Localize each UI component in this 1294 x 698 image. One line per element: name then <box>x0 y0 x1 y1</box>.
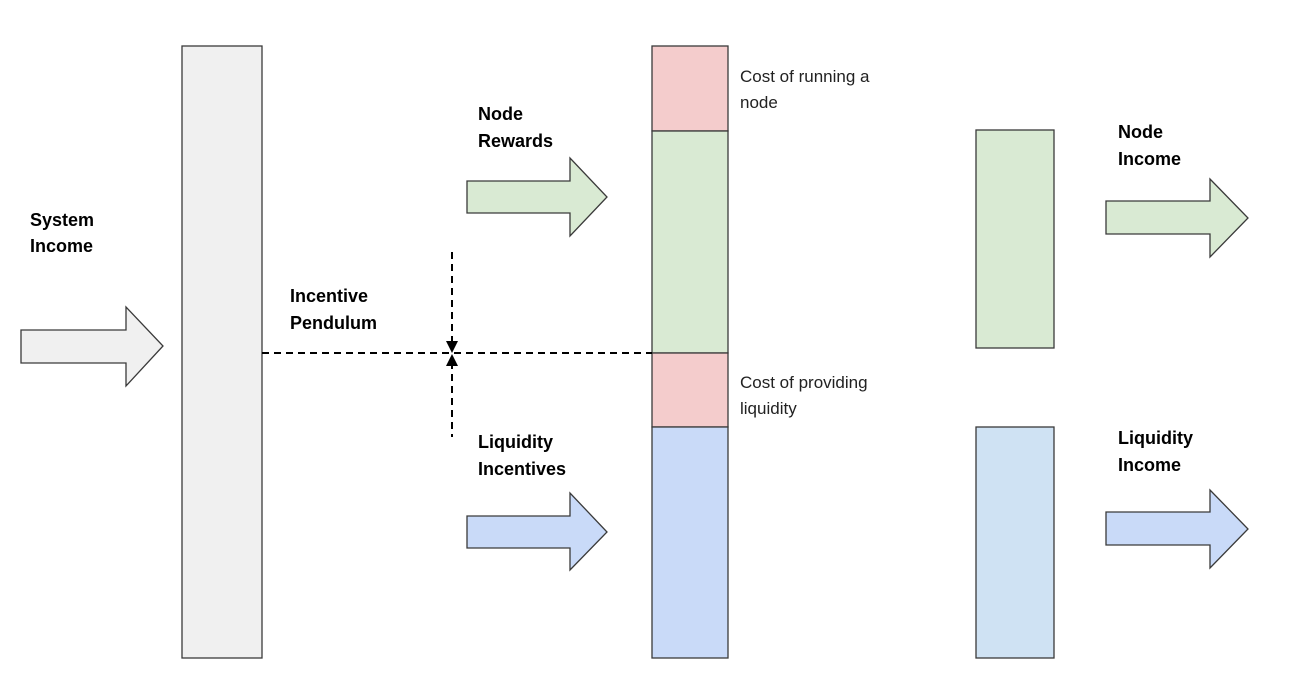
node-rewards-line-2: Rewards <box>478 131 553 151</box>
node-income-line-1: Node <box>1118 122 1163 142</box>
node-income-arrow <box>1105 177 1249 259</box>
liquidity-income-line-2: Income <box>1118 455 1181 475</box>
system-income-arrow <box>20 305 164 388</box>
cost-providing-liquidity-label: Cost of providing liquidity <box>740 373 872 418</box>
system-income-label: System Income <box>30 210 99 256</box>
node-income-box <box>975 129 1055 349</box>
pendulum-down-arrowhead <box>446 341 458 353</box>
node-rewards-segment <box>651 130 729 354</box>
incentive-pendulum-line-2: Pendulum <box>290 313 377 333</box>
liquidity-incentives-line-2: Incentives <box>478 459 566 479</box>
liquidity-income-arrow <box>1105 488 1249 570</box>
liquidity-income-label: Liquidity Income <box>1118 428 1198 475</box>
node-rewards-label: Node Rewards <box>478 104 553 151</box>
liquidity-incentives-line-1: Liquidity <box>478 432 553 452</box>
liquidity-income-line-1: Liquidity <box>1118 428 1193 448</box>
cost-providing-liquidity-line-2: liquidity <box>740 399 797 418</box>
cost-running-node-line-2: node <box>740 93 778 112</box>
liquidity-incentives-label: Liquidity Incentives <box>478 432 566 479</box>
cost-running-node-segment <box>651 45 729 132</box>
cost-providing-liquidity-segment <box>651 352 729 428</box>
incentive-pendulum-line-1: Incentive <box>290 286 368 306</box>
node-rewards-arrow <box>466 156 608 238</box>
system-income-line-2: Income <box>30 236 93 256</box>
node-rewards-line-1: Node <box>478 104 523 124</box>
cost-running-node-label: Cost of running a node <box>740 67 874 112</box>
cost-providing-liquidity-line-1: Cost of providing <box>740 373 868 392</box>
incentive-pendulum-label: Incentive Pendulum <box>290 286 377 333</box>
liquidity-income-box <box>975 426 1055 659</box>
liquidity-incentives-arrow <box>466 491 608 572</box>
node-income-line-2: Income <box>1118 149 1181 169</box>
system-income-line-1: System <box>30 210 94 230</box>
node-income-label: Node Income <box>1118 122 1181 169</box>
pendulum-up-arrowhead <box>446 354 458 366</box>
cost-running-node-line-1: Cost of running a <box>740 67 870 86</box>
system-bar <box>181 45 263 659</box>
liquidity-incentives-segment <box>651 426 729 659</box>
